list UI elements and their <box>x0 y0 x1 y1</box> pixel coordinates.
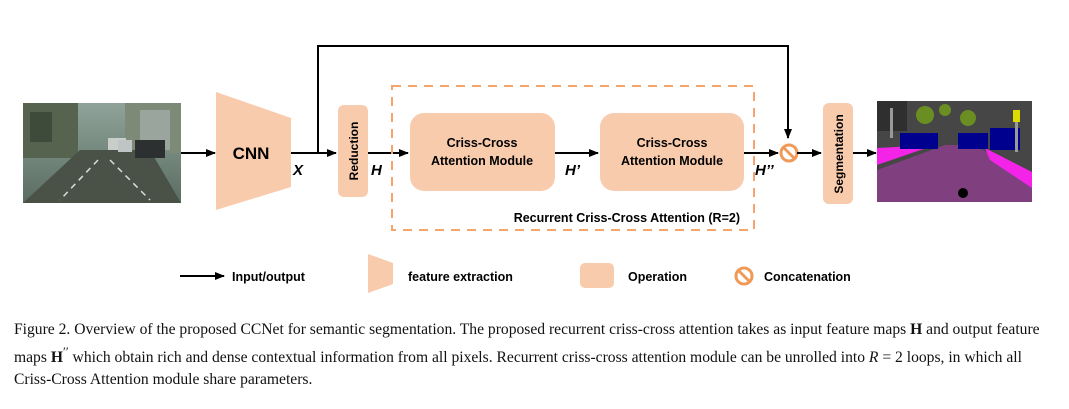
output-segmentation-map <box>877 101 1032 202</box>
legend: Input/output feature extraction Operatio… <box>180 254 851 293</box>
var-x: X <box>292 162 304 179</box>
legend-feature-extraction: feature extraction <box>408 270 513 284</box>
recurrent-attention-box <box>391 85 755 231</box>
attention-module-2-line1: Criss-Cross <box>637 136 708 150</box>
attention-module-2-line2: Attention Module <box>621 154 723 168</box>
legend-operation-icon <box>580 263 614 288</box>
attention-module-1-line1: Criss-Cross <box>447 136 518 150</box>
var-h: H <box>371 162 383 179</box>
caption-middle: and output feature maps <box>14 321 1040 367</box>
cnn-label: CNN <box>233 144 270 163</box>
caption-h2-sup: ′′ <box>62 344 69 359</box>
caption-bold-h: H <box>910 321 923 338</box>
var-h-prime: H’ <box>565 162 581 179</box>
figure-caption: Figure 2. Overview of the proposed CCNet… <box>14 319 1056 391</box>
legend-operation: Operation <box>628 270 687 284</box>
cnn-block <box>216 92 291 210</box>
attention-module-2 <box>600 113 744 191</box>
ccnet-diagram: CNN X Reduction H Recurrent Criss-Cross … <box>23 45 1032 293</box>
caption-r-var: R <box>868 349 879 367</box>
segmentation-label: Segmentation <box>832 114 846 193</box>
caption-equation-tail: = 2 loops, in which all Criss-Cross Atte… <box>14 349 1022 389</box>
legend-trapezoid-icon <box>368 254 393 293</box>
caption-after-h2: which obtain rich and dense contextual i… <box>68 349 869 367</box>
legend-concat-icon <box>734 266 754 286</box>
input-street-image <box>23 103 181 203</box>
attention-module-1-line2: Attention Module <box>431 154 533 168</box>
caption-bold-h2: H <box>50 349 63 367</box>
skip-connection-line <box>317 45 792 153</box>
segmentation-block <box>823 103 853 204</box>
caption-prefix: Figure 2. Overview of the proposed CCNet… <box>14 321 911 338</box>
recurrent-label: Recurrent Criss-Cross Attention (R=2) <box>514 211 740 225</box>
reduction-block <box>338 105 368 197</box>
concatenation-symbol <box>779 143 799 163</box>
reduction-label: Reduction <box>347 122 361 181</box>
var-h-double-prime: H’’ <box>755 162 774 179</box>
legend-input-output: Input/output <box>232 270 306 284</box>
legend-concatenation: Concatenation <box>764 270 851 284</box>
attention-module-1 <box>410 113 555 191</box>
